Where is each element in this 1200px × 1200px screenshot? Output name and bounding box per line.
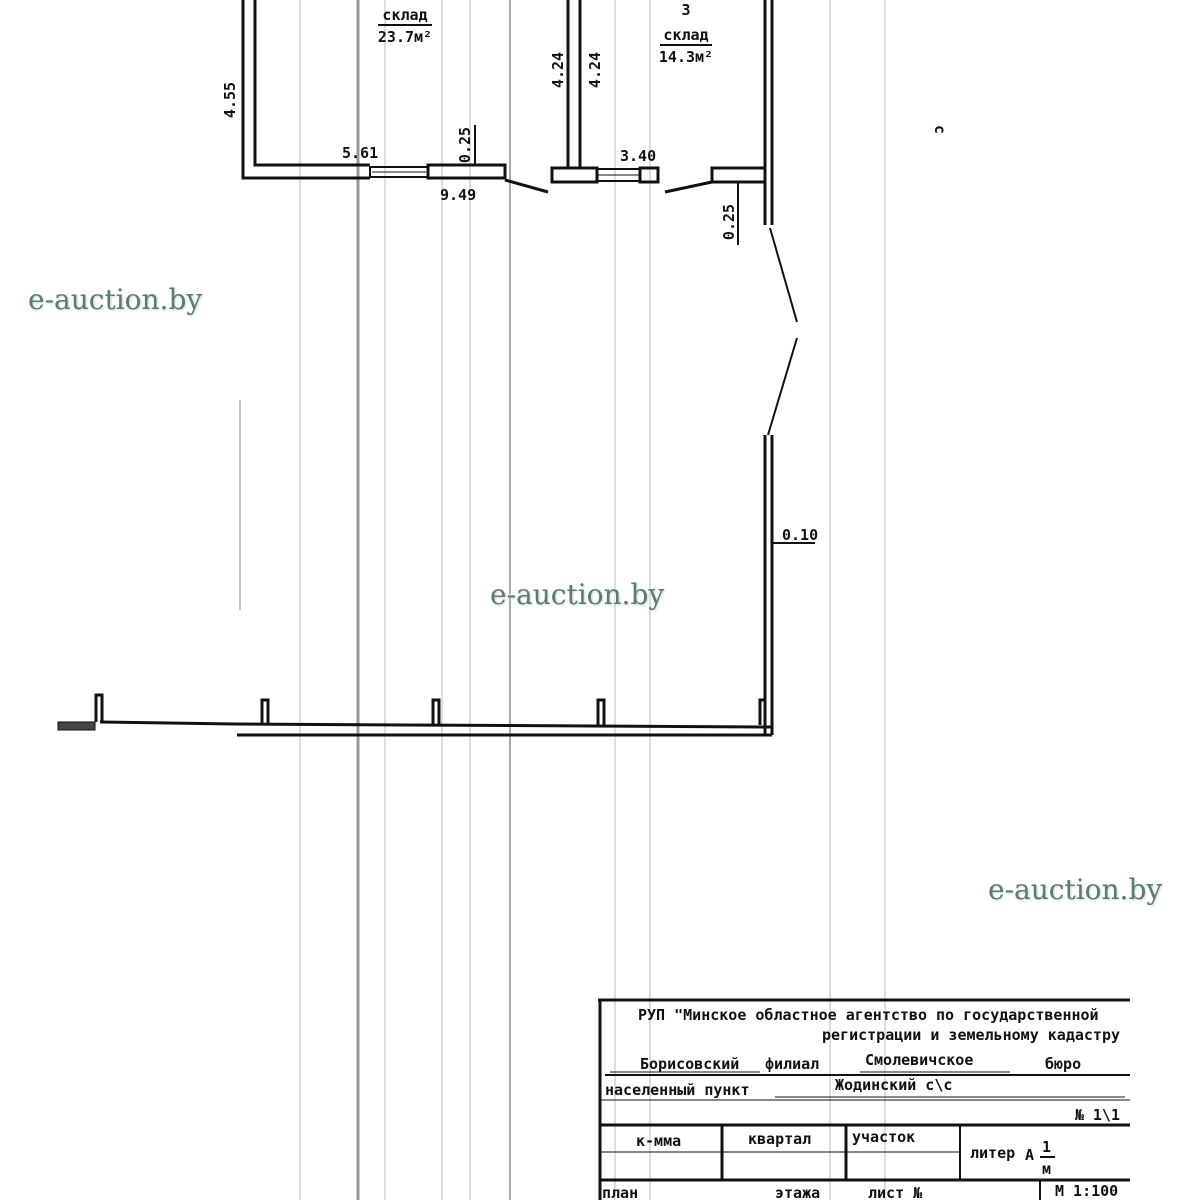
dim-mid-wall-right: 4.24	[586, 52, 604, 88]
locality-label: населенный пункт	[605, 1081, 750, 1099]
branch-value: Борисовский	[640, 1055, 739, 1073]
plan-label: план	[602, 1184, 638, 1200]
dim-mid-wall-left: 4.24	[549, 52, 567, 88]
watermark: e-auction.by	[988, 873, 1163, 906]
dim-left-width: 5.61	[342, 144, 378, 162]
gate-swing-upper	[769, 227, 798, 323]
locality-value: Жодинский с\с	[835, 1076, 952, 1094]
watermark: e-auction.by	[490, 578, 665, 611]
liter-numerator: 1	[1042, 1138, 1051, 1156]
walls	[57, 0, 815, 737]
bureau-label: бюро	[1045, 1055, 1081, 1073]
liter-value: А	[1025, 1146, 1034, 1164]
dim-right-width: 3.40	[620, 147, 656, 165]
col-kmma: к-мма	[636, 1132, 681, 1150]
stray-mark: с	[931, 125, 949, 134]
branch-label: филиал	[765, 1055, 819, 1073]
scale-label: М 1:100	[1055, 1182, 1118, 1200]
col-kvartal: квартал	[748, 1130, 811, 1148]
gate-swing-lower	[767, 337, 798, 436]
door-swing-right	[664, 180, 713, 194]
hatched-wall-end	[57, 721, 96, 731]
liter-denominator: м	[1042, 1160, 1051, 1178]
liter-label: литер	[970, 1144, 1015, 1162]
dim-total-width: 9.49	[440, 186, 476, 204]
col-uchastok: участок	[852, 1128, 915, 1146]
room-left-name: склад	[382, 6, 427, 24]
room-right-area: 14.3м²	[659, 48, 713, 66]
sheet-label: лист №	[868, 1184, 922, 1200]
title-block	[598, 998, 1130, 1200]
dim-wall-left: 0.25	[456, 127, 474, 163]
room-right-name: склад	[663, 26, 708, 44]
dim-wall-right: 0.25	[720, 204, 738, 240]
document-number: № 1\1	[1075, 1106, 1120, 1124]
door-swing-left	[504, 178, 549, 194]
watermark: e-auction.by	[28, 283, 203, 316]
dim-left-height: 4.55	[221, 82, 239, 118]
org-line-1: РУП "Минское областное агентство по госу…	[638, 1006, 1099, 1024]
dim-partition: 0.10	[782, 526, 818, 544]
org-line-2: регистрации и земельному кадастру	[822, 1026, 1120, 1044]
bureau-value: Смолевичское	[865, 1051, 973, 1069]
floor-label: этажа	[775, 1184, 820, 1200]
room-left-area: 23.7м²	[378, 28, 432, 46]
room-right-number: 3	[681, 1, 690, 19]
